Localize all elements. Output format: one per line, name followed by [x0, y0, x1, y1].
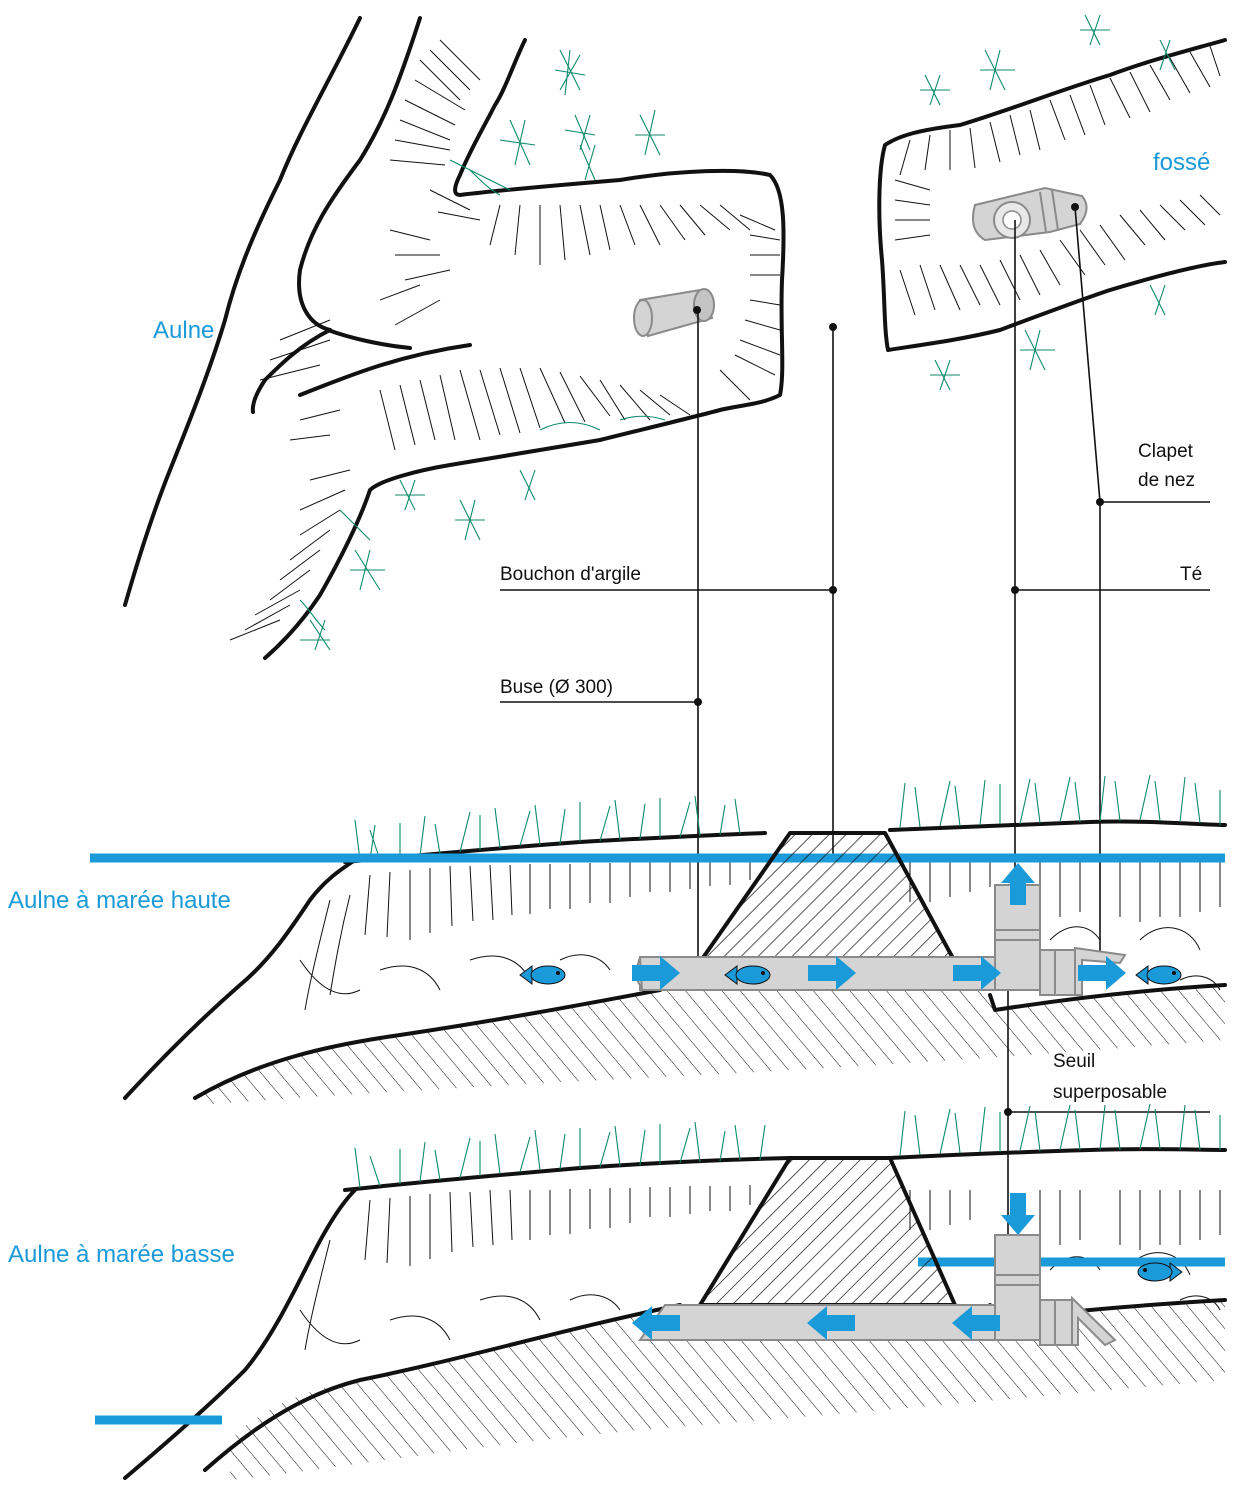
label-fosse: fossé — [1153, 149, 1210, 176]
label-maree-basse: Aulne à marée basse — [8, 1241, 235, 1268]
label-te: Té — [1180, 564, 1202, 585]
left-dike-vegetation — [300, 50, 665, 650]
label-clapet-line1: Clapet — [1138, 441, 1194, 462]
plan-view — [125, 15, 1225, 658]
te-vertical-low — [995, 1235, 1040, 1340]
label-seuil-line1: Seuil — [1053, 1051, 1095, 1072]
label-bouchon: Bouchon d'argile — [500, 564, 641, 585]
aulne-bank-inner — [253, 18, 420, 412]
label-seuil-line2: superposable — [1053, 1082, 1167, 1103]
label-maree-haute: Aulne à marée haute — [8, 887, 231, 914]
section-maree-basse — [95, 1104, 1225, 1480]
bouchon-argile-high — [700, 833, 955, 962]
fish-icon — [520, 966, 565, 984]
plan-te-clapet — [973, 188, 1087, 240]
label-aulne: Aulne — [153, 317, 214, 344]
bouchon-argile-low — [700, 1158, 955, 1305]
label-clapet-line2: de nez — [1138, 470, 1195, 491]
fish-icon — [1136, 966, 1181, 984]
aulne-bank-outer — [125, 18, 360, 605]
label-buse: Buse (Ø 300) — [500, 677, 613, 698]
leader-lines — [500, 207, 1210, 1264]
aulne-bank-lower — [300, 330, 470, 395]
plan-buse-pipe — [634, 289, 714, 336]
